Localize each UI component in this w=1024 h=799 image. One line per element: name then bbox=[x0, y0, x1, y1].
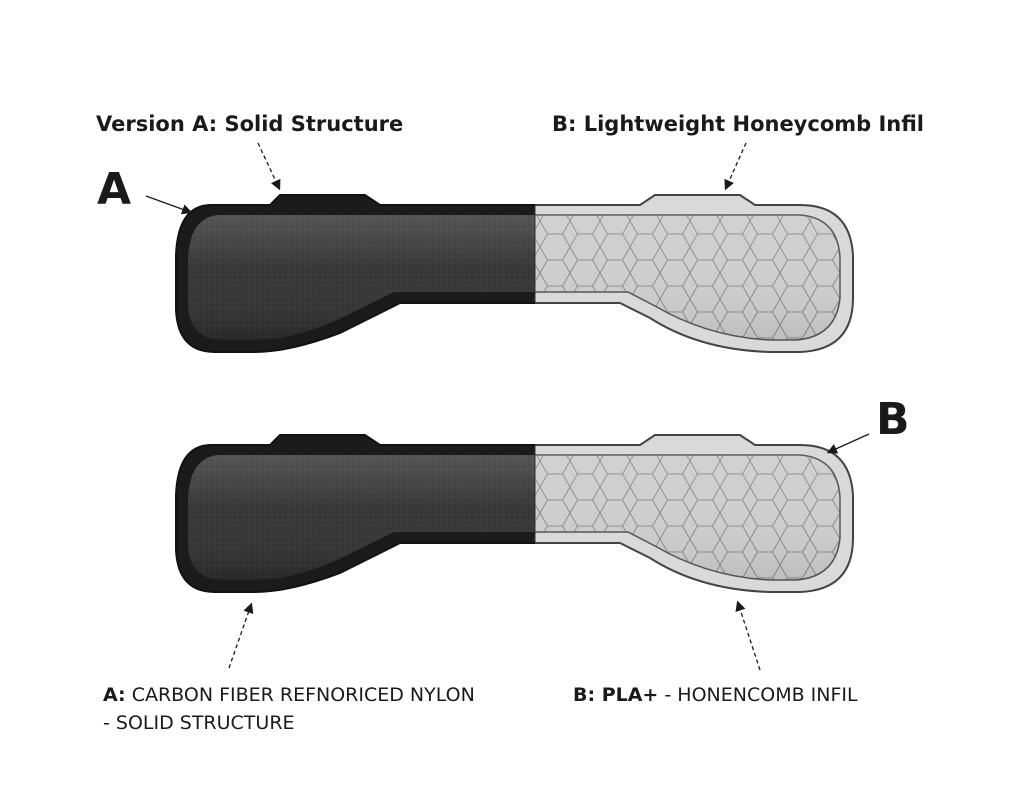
material-label-b: B: PLA+ - HONENCOMB INFIL bbox=[573, 681, 858, 709]
material-label-a-line1: CARBON FIBER REFNORICED NYLON bbox=[125, 684, 475, 706]
leader-top-a bbox=[257, 142, 281, 191]
leader-bottom-b bbox=[735, 600, 761, 671]
label-version-b: B: Lightweight Honeycomb Infil bbox=[552, 112, 925, 136]
letter-a-marker: A bbox=[97, 164, 132, 215]
leader-lines bbox=[145, 142, 870, 671]
material-label-b-prefix: B: PLA+ bbox=[573, 684, 659, 706]
material-label-b-rest: - HONENCOMB INFIL bbox=[658, 684, 858, 706]
letter-b-marker: B bbox=[876, 394, 910, 445]
arrow-letter-a bbox=[145, 195, 193, 215]
material-label-a: A: CARBON FIBER REFNORICED NYLON - SOLID… bbox=[103, 681, 475, 737]
label-version-a: Version A: Solid Structure bbox=[96, 112, 404, 136]
arrow-letter-b bbox=[826, 433, 870, 454]
material-label-a-prefix: A: bbox=[103, 684, 126, 706]
upper-part bbox=[175, 194, 854, 353]
leader-bottom-a bbox=[228, 602, 254, 669]
lower-part bbox=[175, 434, 854, 593]
material-label-a-line2: - SOLID STRUCTURE bbox=[103, 712, 295, 734]
leader-top-b bbox=[724, 142, 747, 191]
